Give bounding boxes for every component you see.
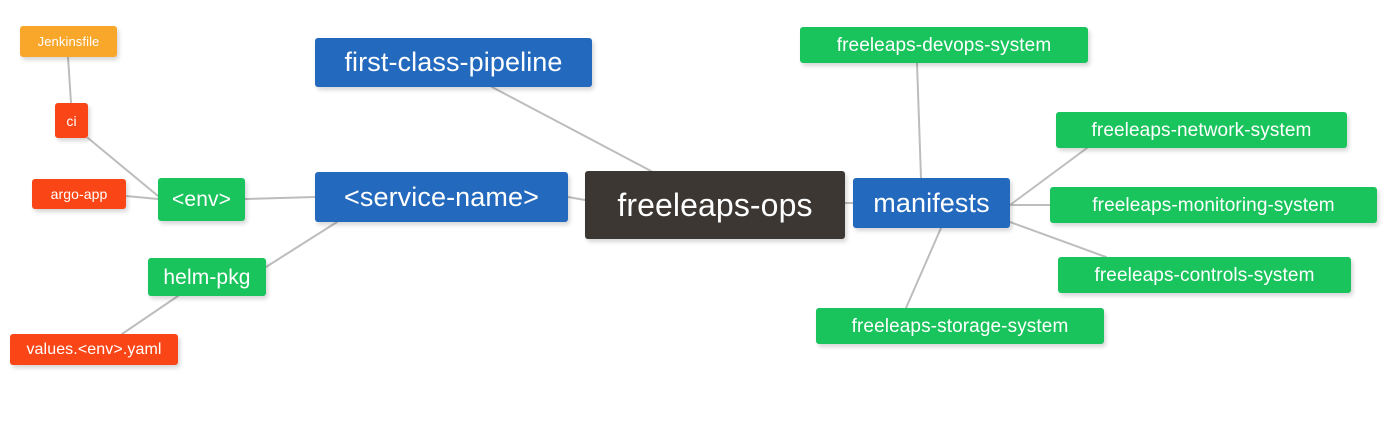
edge-manifests-to-devops — [916, 62, 922, 179]
node-label-helm-pkg: helm-pkg — [163, 265, 251, 289]
node-label-controls: freeleaps-controls-system — [1094, 264, 1315, 286]
edge-jenkinsfile-to-ci — [67, 56, 72, 104]
node-values-yaml[interactable]: values.<env>.yaml — [10, 334, 178, 365]
edge-manifests-to-controls — [1009, 221, 1107, 258]
edge-service-name-to-root — [567, 196, 586, 201]
node-jenkinsfile[interactable]: Jenkinsfile — [20, 26, 117, 57]
node-network[interactable]: freeleaps-network-system — [1056, 112, 1347, 148]
node-label-root: freeleaps-ops — [617, 187, 813, 223]
node-controls[interactable]: freeleaps-controls-system — [1058, 257, 1351, 293]
edge-pipeline-to-root — [491, 86, 652, 172]
node-manifests[interactable]: manifests — [853, 178, 1010, 228]
edge-helm-pkg-to-values-yaml — [121, 295, 179, 335]
edge-env-to-service-name — [244, 196, 316, 200]
node-label-devops: freeleaps-devops-system — [836, 34, 1052, 56]
node-label-service-name: <service-name> — [344, 181, 539, 212]
edge-service-name-to-helm-pkg — [265, 221, 338, 268]
node-label-storage: freeleaps-storage-system — [851, 315, 1069, 337]
node-helm-pkg[interactable]: helm-pkg — [148, 258, 266, 296]
node-argo-app[interactable]: argo-app — [32, 179, 126, 209]
node-label-monitoring: freeleaps-monitoring-system — [1092, 194, 1335, 216]
node-label-pipeline: first-class-pipeline — [344, 47, 563, 77]
node-label-argo-app: argo-app — [50, 186, 108, 202]
edge-manifests-to-storage — [905, 227, 942, 309]
node-label-env: <env> — [172, 188, 231, 211]
node-ci[interactable]: ci — [55, 103, 88, 138]
node-env[interactable]: <env> — [158, 178, 245, 221]
node-pipeline[interactable]: first-class-pipeline — [315, 38, 592, 87]
node-label-manifests: manifests — [873, 187, 990, 218]
node-label-ci: ci — [66, 112, 77, 129]
node-label-jenkinsfile: Jenkinsfile — [37, 34, 100, 49]
edge-argo-app-to-env — [125, 195, 159, 200]
node-devops[interactable]: freeleaps-devops-system — [800, 27, 1088, 63]
node-label-network: freeleaps-network-system — [1091, 119, 1312, 141]
node-label-values-yaml: values.<env>.yaml — [26, 340, 162, 358]
node-monitoring[interactable]: freeleaps-monitoring-system — [1050, 187, 1377, 223]
node-root[interactable]: freeleaps-ops — [585, 171, 845, 239]
node-service-name[interactable]: <service-name> — [315, 172, 568, 222]
node-storage[interactable]: freeleaps-storage-system — [816, 308, 1104, 344]
